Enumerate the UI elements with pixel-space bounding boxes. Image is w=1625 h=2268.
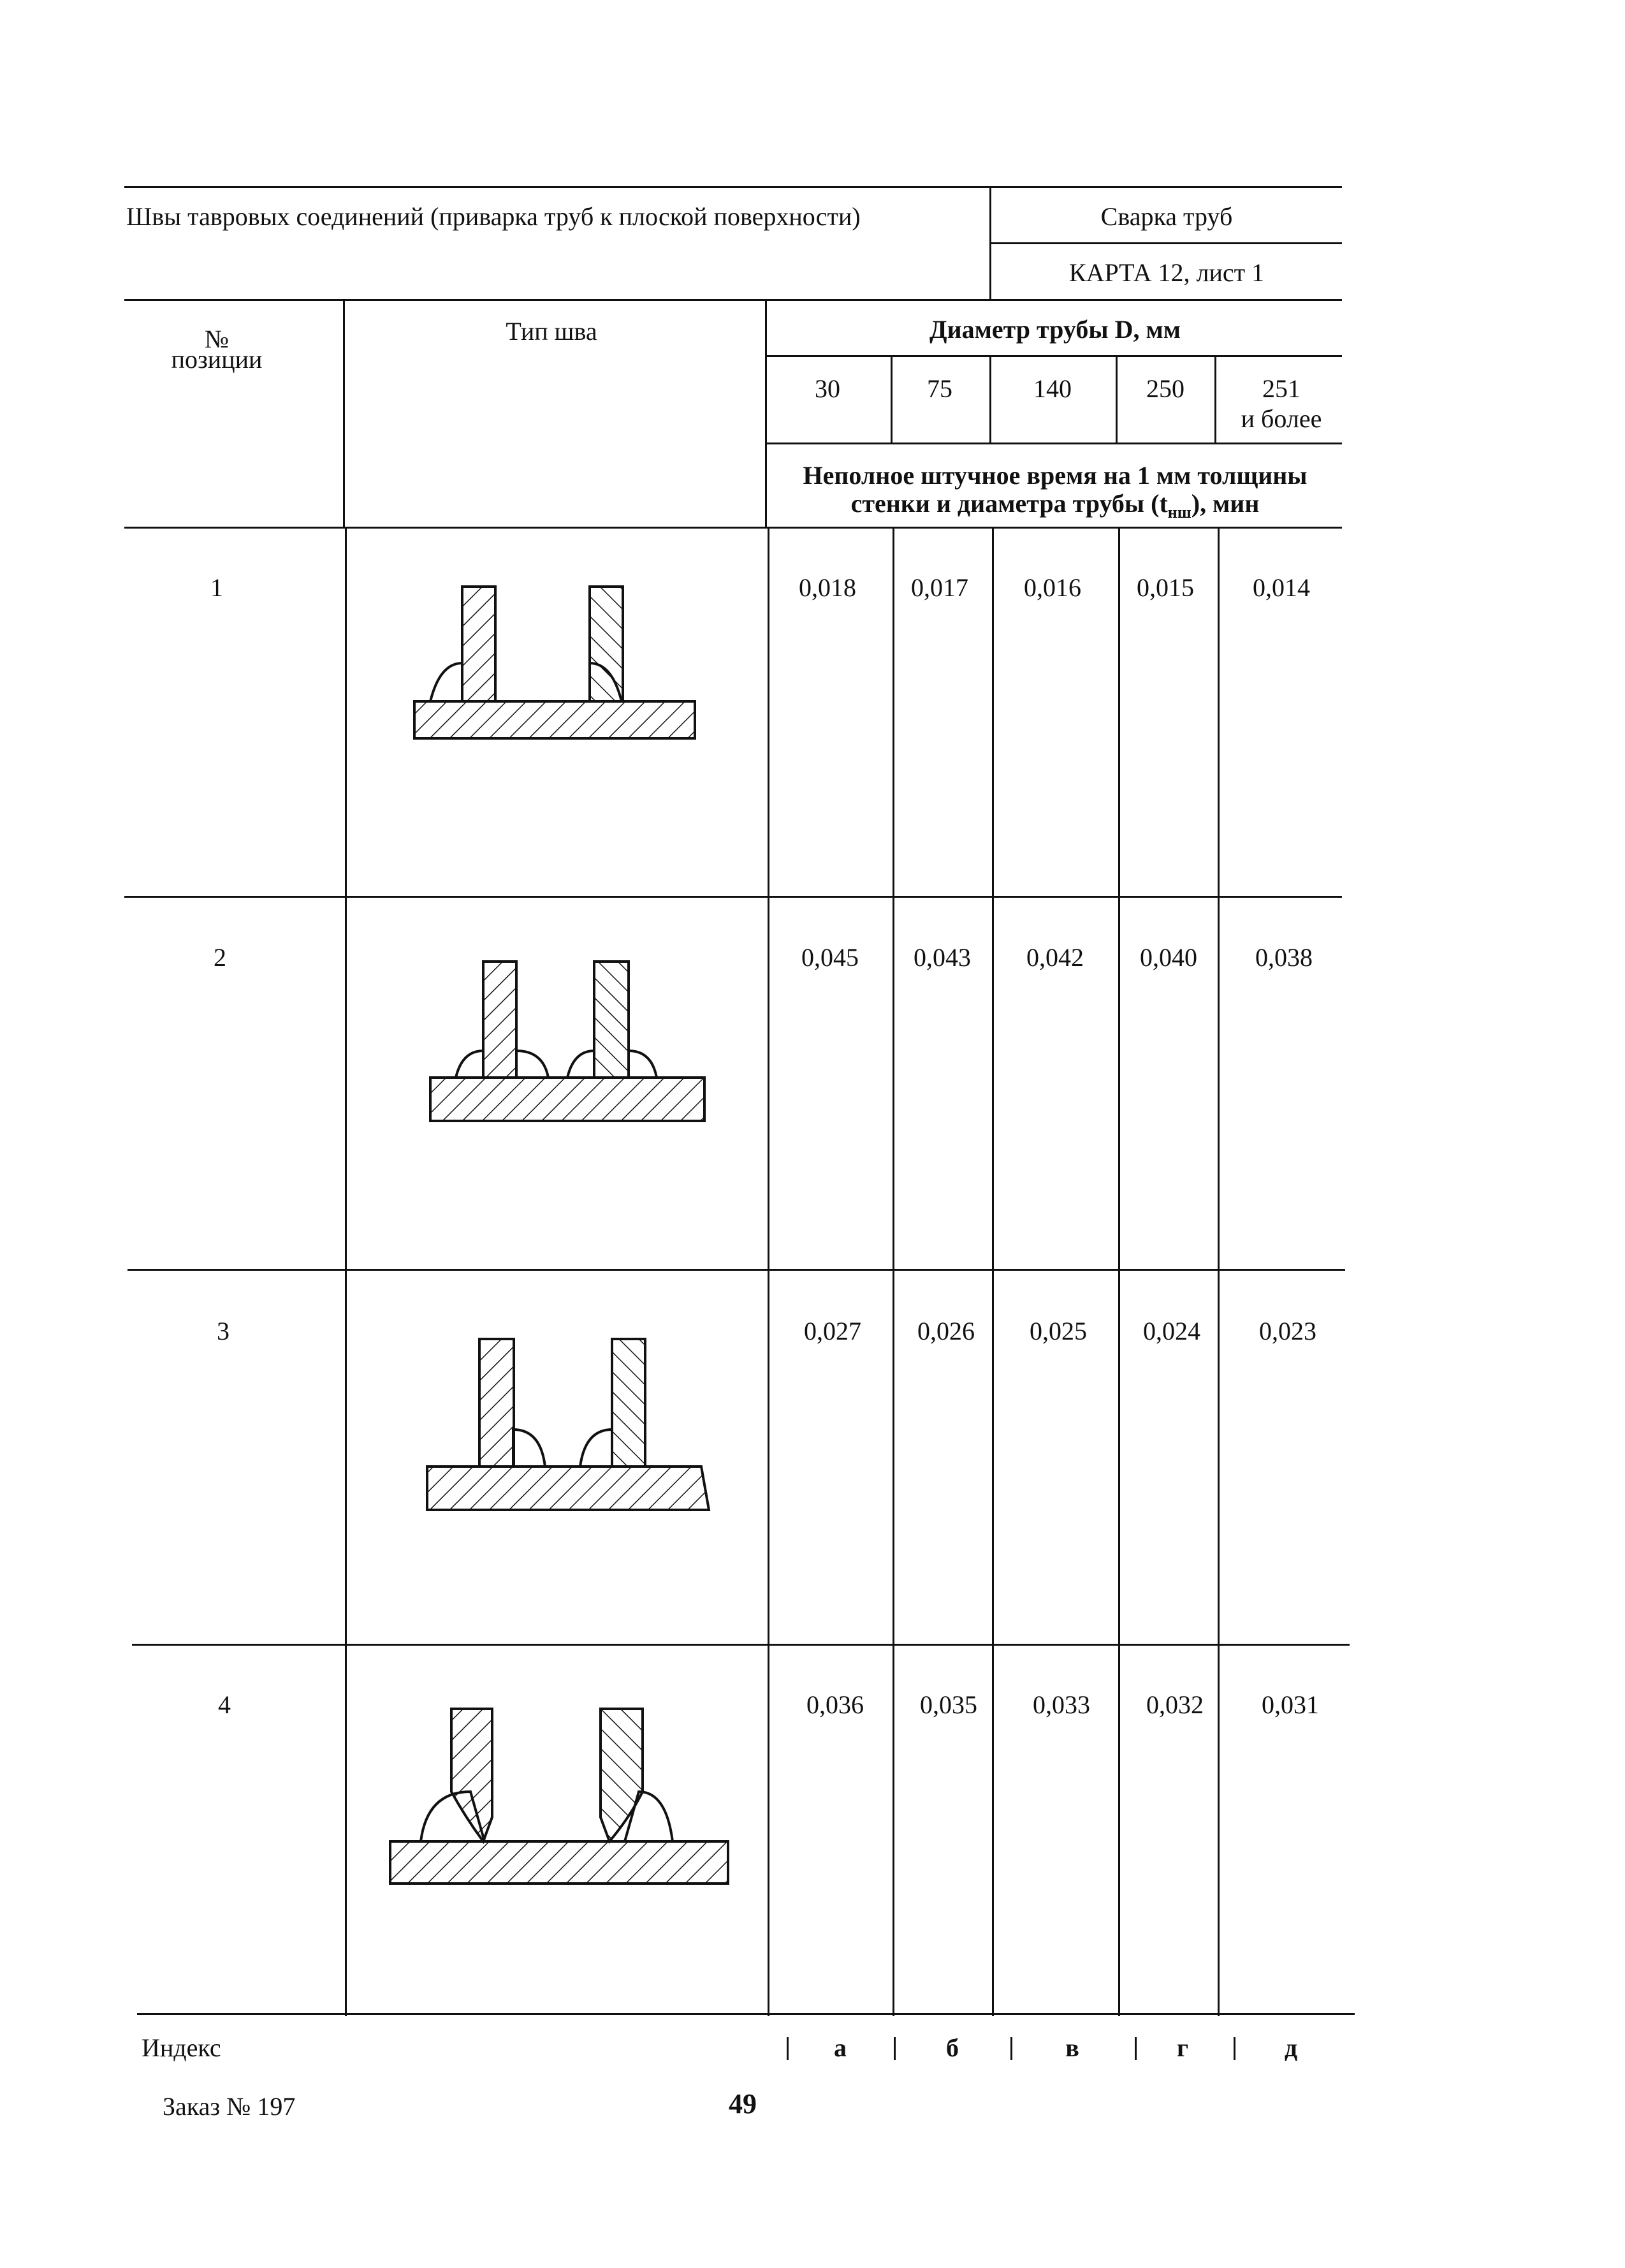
- row-value: 0,032: [1146, 1690, 1204, 1719]
- header-mid-rule: [989, 242, 1342, 244]
- row-value: 0,015: [1137, 573, 1194, 602]
- diameter-140: 140: [1033, 374, 1072, 403]
- row-value: 0,045: [801, 943, 859, 972]
- dia-col-divider-2: [989, 355, 991, 443]
- row-value: 0,018: [799, 573, 856, 602]
- body-col-1: [893, 527, 894, 2016]
- index-value: б: [946, 2033, 959, 2062]
- order-number: Заказ № 197: [163, 2092, 296, 2121]
- row-value: 0,017: [911, 573, 968, 602]
- page-number: 49: [729, 2088, 757, 2119]
- row-value: 0,038: [1255, 943, 1313, 972]
- index-tick-1: [787, 2037, 789, 2060]
- index-value: а: [834, 2033, 847, 2062]
- index-value: г: [1176, 2033, 1189, 2062]
- row-rule-4: [137, 2013, 1355, 2015]
- dia-col-divider-3: [1116, 355, 1118, 443]
- diameter-251: 251: [1262, 374, 1301, 403]
- weld-diagram-3: [426, 1338, 711, 1511]
- body-col-2: [992, 527, 994, 2016]
- row-rule-2: [128, 1269, 1345, 1271]
- body-col-3: [1118, 527, 1120, 2016]
- row-value: 0,026: [917, 1317, 975, 1345]
- index-label: Индекс: [142, 2033, 221, 2062]
- index-value: в: [1065, 2033, 1079, 2062]
- diameter-30: 30: [815, 374, 840, 403]
- header-top-rule: [124, 186, 1342, 188]
- weld-diagram-2: [429, 960, 706, 1122]
- dia-col-divider-1: [891, 355, 893, 443]
- time-label-rule: [765, 443, 1342, 444]
- col-position-label-1: №: [204, 325, 230, 353]
- row-value: 0,043: [914, 943, 971, 972]
- row-rule-3: [132, 1644, 1350, 1646]
- row-position: 2: [214, 943, 226, 972]
- col-type-label: Тип шва: [506, 317, 597, 346]
- row-position: 1: [210, 573, 223, 602]
- table-header-bottom-rule: [124, 527, 1342, 529]
- row-value: 0,025: [1030, 1317, 1087, 1345]
- time-label-line-1: Неполное штучное время на 1 мм толщины: [803, 461, 1308, 490]
- section-title: Сварка труб: [1100, 202, 1233, 231]
- index-tick-4: [1135, 2037, 1137, 2060]
- row-value: 0,040: [1140, 943, 1197, 972]
- document-title: Швы тавровых соединений (приварка труб к…: [126, 202, 861, 231]
- col-divider-type-right: [765, 299, 767, 529]
- row-value: 0,014: [1253, 573, 1310, 602]
- col-divider-type-left: [343, 299, 345, 529]
- body-col-type-right: [768, 527, 769, 2016]
- row-value: 0,024: [1143, 1317, 1200, 1345]
- dia-col-divider-4: [1214, 355, 1216, 443]
- weld-diagram-1: [413, 585, 696, 740]
- card-number: КАРТА 12, лист 1: [1068, 258, 1265, 287]
- row-value: 0,023: [1259, 1317, 1316, 1345]
- diameter-rule: [765, 355, 1342, 357]
- body-col-type-left: [345, 527, 347, 2016]
- row-value: 0,035: [920, 1690, 977, 1719]
- row-value: 0,033: [1033, 1690, 1090, 1719]
- row-value: 0,031: [1262, 1690, 1319, 1719]
- index-tick-3: [1010, 2037, 1012, 2060]
- row-position: 3: [217, 1317, 230, 1345]
- index-tick-5: [1234, 2037, 1235, 2060]
- diameter-251-note: и более: [1241, 404, 1322, 433]
- index-value: д: [1284, 2033, 1298, 2062]
- row-value: 0,036: [806, 1690, 864, 1719]
- row-value: 0,016: [1024, 573, 1081, 602]
- col-diameter-label: Диаметр трубы D, мм: [929, 315, 1181, 344]
- row-position: 4: [218, 1690, 231, 1719]
- row-value: 0,027: [804, 1317, 861, 1345]
- row-value: 0,042: [1026, 943, 1084, 972]
- time-label-line-2: стенки и диаметра трубы (tнш), мин: [850, 489, 1260, 522]
- diameter-75: 75: [927, 374, 952, 403]
- weld-diagram-4: [389, 1708, 729, 1885]
- diameter-250: 250: [1146, 374, 1184, 403]
- header-bottom-rule: [124, 299, 1342, 301]
- index-tick-2: [894, 2037, 896, 2060]
- body-col-4: [1218, 527, 1220, 2016]
- col-position-label-2: позиции: [171, 345, 263, 374]
- row-rule-1: [124, 896, 1342, 898]
